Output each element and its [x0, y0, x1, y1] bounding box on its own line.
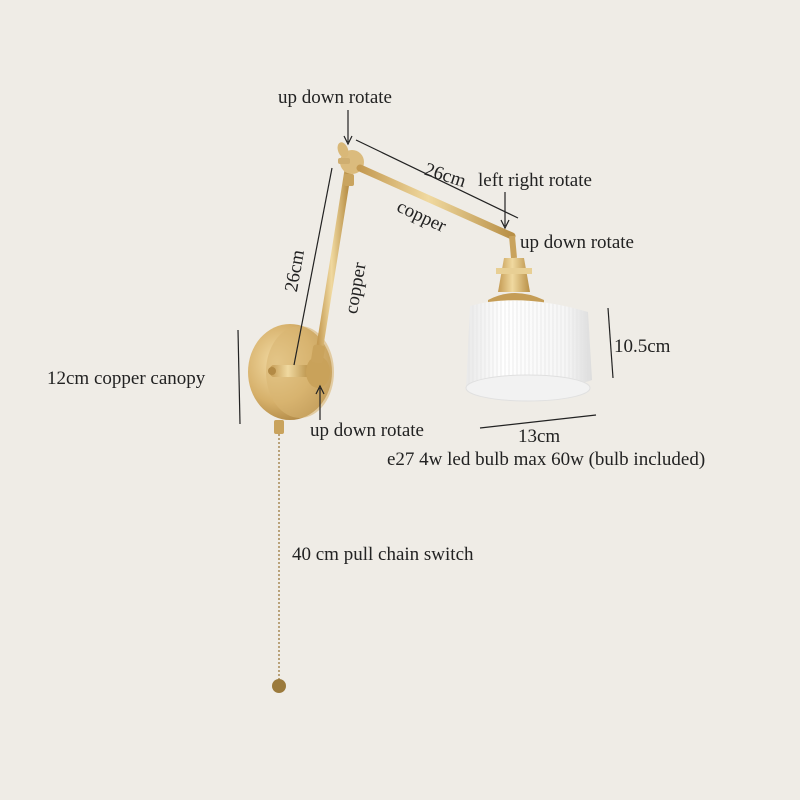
lower-arm	[314, 166, 352, 362]
shade-height-label: 10.5cm	[614, 336, 671, 357]
dimension-lines	[237, 110, 614, 429]
bulb-spec-label: e27 4w led bulb max 60w (bulb included)	[387, 449, 706, 470]
base-joint	[268, 356, 330, 388]
base-joint-label: up down rotate	[310, 420, 424, 441]
pull-chain-label: 40 cm pull chain switch	[292, 544, 474, 565]
horizontal-rotate-label: left right rotate	[478, 170, 592, 191]
ceramic-shade	[465, 300, 592, 402]
shade-joint-label: up down rotate	[520, 232, 634, 253]
top-joint	[337, 142, 364, 186]
top-joint-label: up down rotate	[278, 87, 392, 108]
shade-width-label: 13cm	[518, 426, 561, 447]
canopy-label: 12cm copper canopy	[47, 368, 206, 389]
upper-arm	[356, 164, 516, 240]
pull-chain	[272, 420, 286, 693]
